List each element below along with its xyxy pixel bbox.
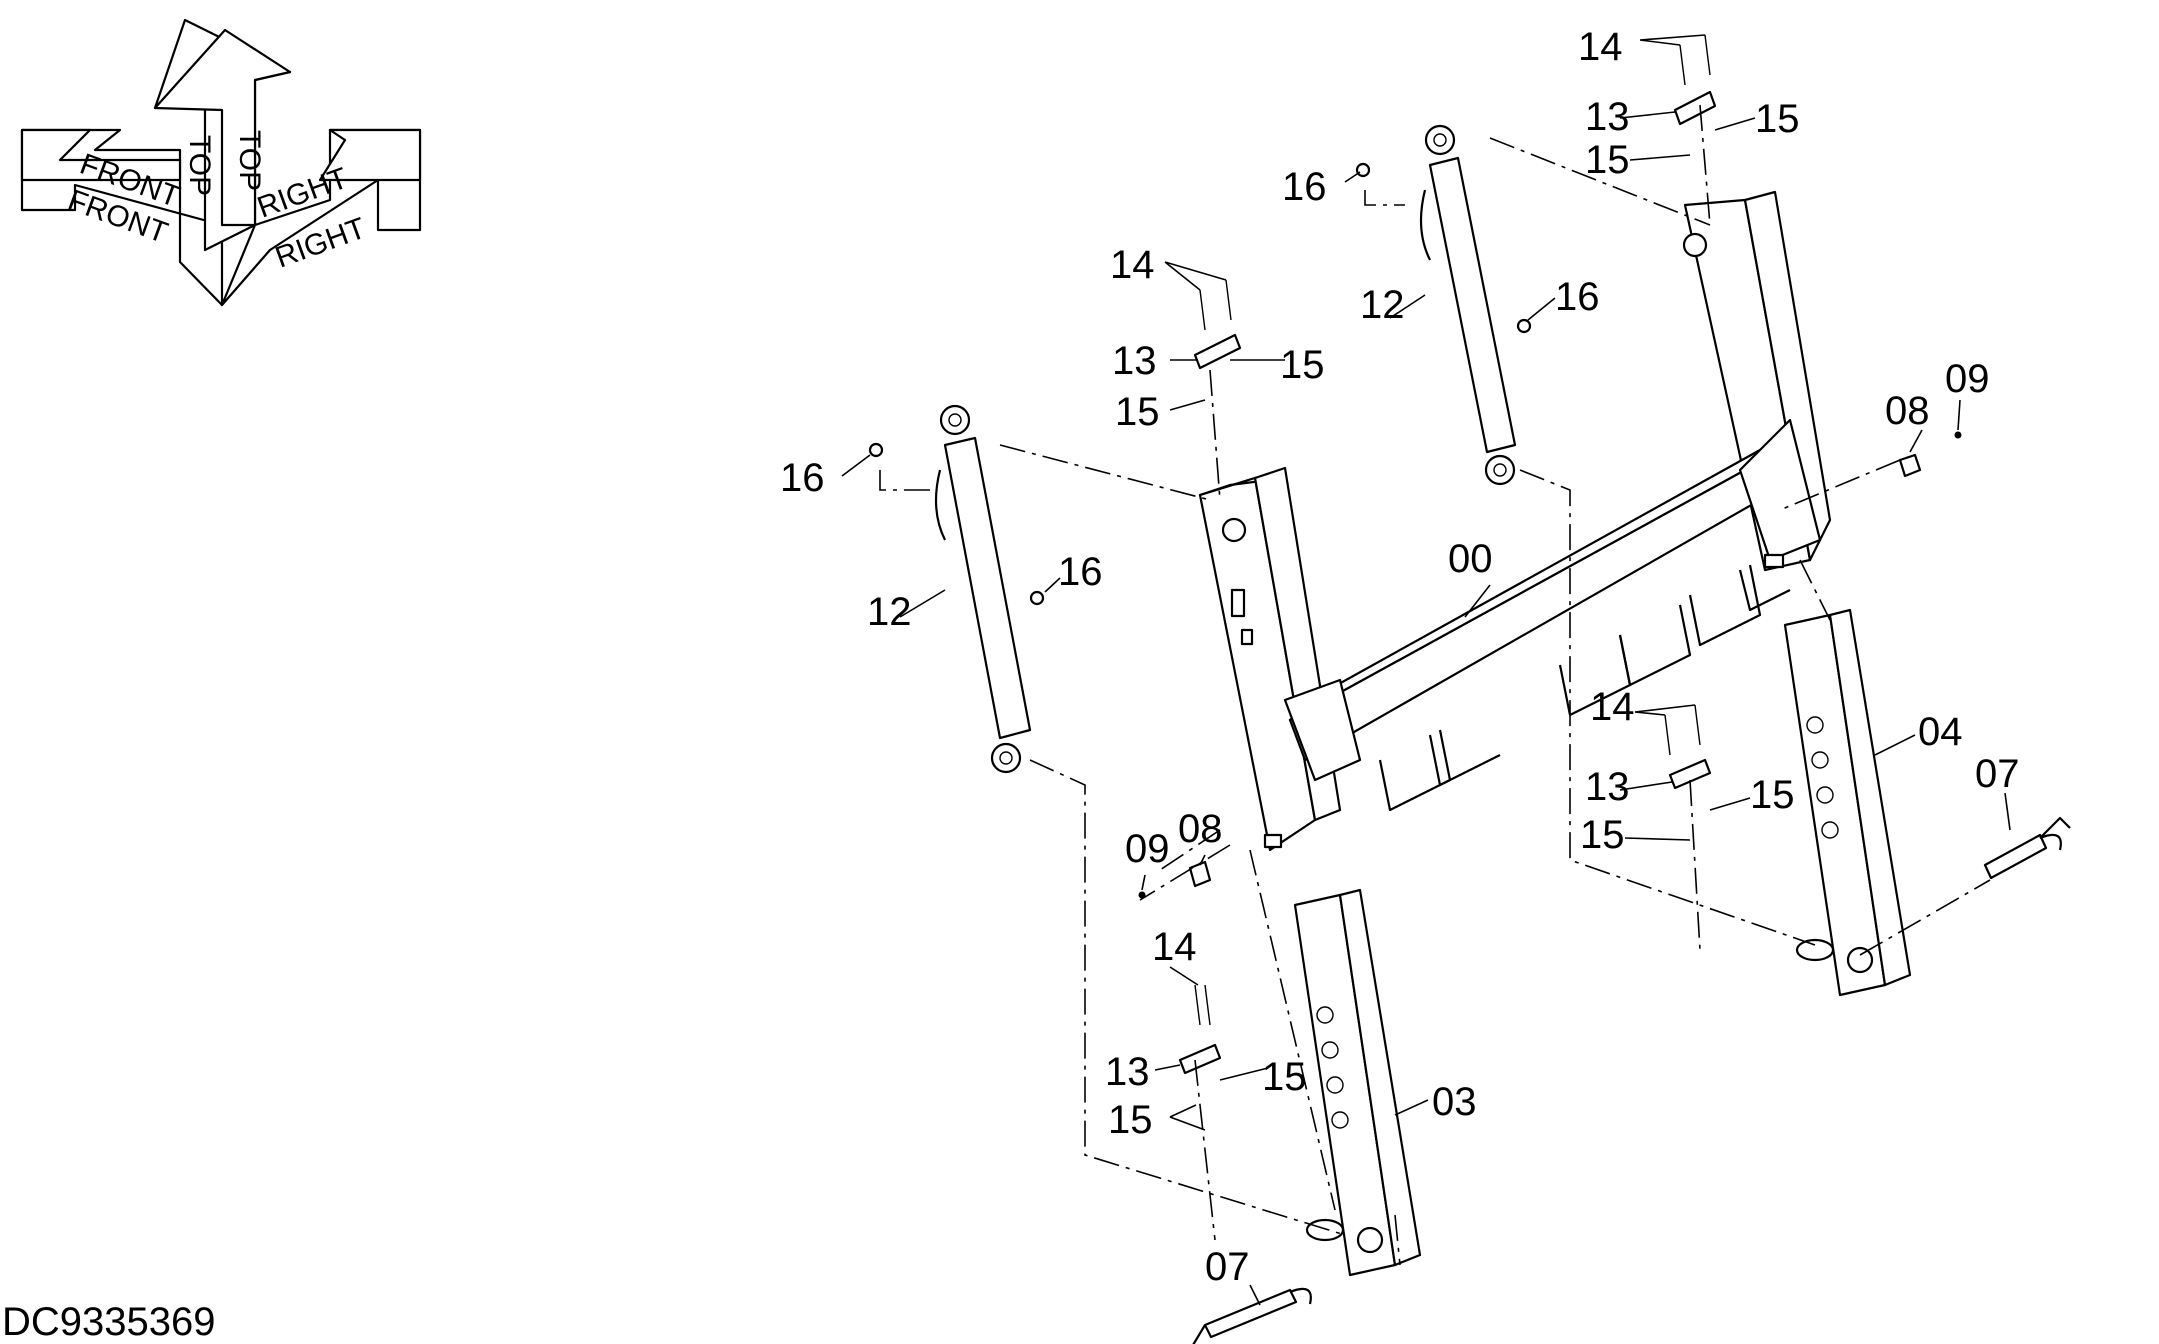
lock-pin-left (1192, 1287, 1312, 1344)
bolt-09-right (1954, 431, 1962, 439)
callout-07-lower: 07 (1205, 1245, 1250, 1289)
top-arrow-face (153, 28, 292, 227)
cross-beam-top (1288, 448, 1762, 722)
callout-14-upper-left: 14 (1110, 243, 1155, 287)
callout-12-right: 12 (1360, 283, 1405, 327)
callout-15-lower-left-b: 15 (1262, 1055, 1307, 1099)
nut-16-d (1516, 318, 1532, 334)
callout-15-lower-left-a: 15 (1108, 1098, 1153, 1142)
frame-hooks (1378, 564, 1791, 812)
callout-13-upper-left: 13 (1112, 339, 1157, 383)
pin-13-top-right (1673, 90, 1717, 126)
callout-16-right-b: 16 (1555, 275, 1600, 319)
drawing-reference-number: DC9335369 (2, 1300, 216, 1344)
callout-03: 03 (1432, 1080, 1477, 1124)
small-parts (868, 34, 1962, 1075)
assembly-lines (879, 104, 1991, 1266)
callout-07-right: 07 (1975, 752, 2020, 796)
nut-16-b (1029, 590, 1045, 606)
bolt-09-left (1138, 891, 1146, 899)
right-gusset (1738, 418, 1822, 562)
leader-lines (841, 34, 2011, 1306)
callout-13-lower-right: 13 (1585, 765, 1630, 809)
callout-12-left: 12 (867, 590, 912, 634)
callout-15-lower-right-b: 15 (1750, 773, 1795, 817)
callout-14-top-right: 14 (1578, 25, 1623, 69)
callout-09-right: 09 (1945, 357, 1990, 401)
left-upright-pin-hole (1221, 517, 1247, 543)
left-upright-foot (1263, 833, 1283, 849)
callout-09-left: 09 (1125, 827, 1170, 871)
cylinder-right-body (1428, 156, 1517, 454)
front-arrow-face (20, 128, 182, 182)
callout-15-upper-left-a: 15 (1115, 390, 1160, 434)
callout-04: 04 (1918, 710, 1963, 754)
left-upright-slot (1230, 588, 1246, 618)
callout-16-left-b: 16 (1058, 550, 1103, 594)
cylinder-left-body (943, 436, 1032, 740)
top-label-2: TOP (233, 130, 266, 191)
cross-beam (1288, 468, 1762, 762)
callout-13-lower-left: 13 (1105, 1050, 1150, 1094)
nut-16-a (868, 442, 884, 458)
clip-08-right (1898, 453, 1922, 478)
callout-00: 00 (1448, 537, 1493, 581)
leg-left-side (1338, 888, 1422, 1267)
callout-14-lower-right: 14 (1590, 685, 1635, 729)
right-upright-foot (1763, 553, 1785, 569)
orientation-indicator: FRONT FRONT TOP TOP RIGHT RIGHT (20, 18, 422, 307)
right-arrow-face (318, 128, 422, 182)
callout-15-upper-left-b: 15 (1280, 343, 1325, 387)
callout-08-right: 08 (1885, 389, 1930, 433)
callout-15-lower-right-a: 15 (1580, 813, 1625, 857)
lock-pin-right (1983, 816, 2071, 880)
leg-right-side (1828, 608, 1912, 987)
leg-right (1783, 608, 1912, 997)
callout-13-top-right: 13 (1585, 95, 1630, 139)
pin-13-upper-left (1193, 333, 1242, 370)
left-gusset (1283, 678, 1362, 782)
callout-14-lower-left: 14 (1152, 925, 1197, 969)
callout-16-left-a: 16 (780, 456, 825, 500)
callout-15-top-right-b: 15 (1755, 97, 1800, 141)
nut-16-c (1355, 162, 1371, 178)
leg-left (1293, 888, 1422, 1277)
right-upright-pin-hole (1682, 232, 1708, 258)
clip-08-left (1188, 860, 1212, 888)
cylinder-left (934, 404, 1032, 774)
left-upright-lug (1240, 628, 1254, 646)
cylinder-right (1419, 124, 1517, 486)
top-label: TOP (183, 135, 216, 196)
callout-08-left: 08 (1178, 807, 1223, 851)
callout-15-top-right-a: 15 (1585, 138, 1630, 182)
callouts: 00 03 04 07 07 08 08 09 09 12 12 13 13 1… (780, 25, 2020, 1289)
callout-16-right-a: 16 (1282, 165, 1327, 209)
pin-13-lower-right (1668, 758, 1712, 790)
main-frame (1198, 190, 1832, 852)
pin-13-lower-left (1178, 1043, 1222, 1075)
